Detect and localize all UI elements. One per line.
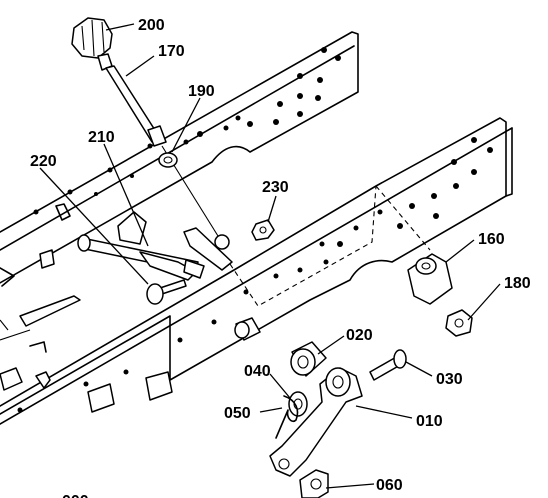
callout-210: 210 [88,129,115,146]
boss-on-frame [234,317,261,341]
collar-190 [158,152,178,168]
callout-220: 220 [30,153,57,170]
upper-frame-rail [0,31,359,284]
leader-lines [39,23,501,489]
callout-180: 180 [504,275,531,292]
link-060 [299,469,329,498]
callout-050: 050 [224,405,251,422]
clip-050 [275,395,299,439]
knob-200 [71,17,113,71]
callout-230: 230 [262,179,289,196]
callout-190: 190 [188,83,215,100]
chassis-left-details [0,203,173,413]
cross-shaft [77,211,233,281]
callout-labels: 200 170 190 210 220 230 160 180 020 040 … [30,17,531,498]
pin-030 [369,349,407,381]
callout-200: 200 [138,17,165,34]
lever-010 [269,367,363,477]
lower-frame-rail [0,117,513,425]
callout-060: 060 [376,477,403,494]
nut-230 [251,219,275,241]
callout-000: 000 [62,493,89,498]
bolt-220 [146,279,187,305]
bushing-020 [290,341,327,377]
callout-170: 170 [158,43,185,60]
callout-020: 020 [346,327,373,344]
hidden-edge-outline [229,185,431,307]
callout-010: 010 [416,413,443,430]
callout-040: 040 [244,363,271,380]
bushing-160 [407,253,453,305]
callout-160: 160 [478,231,505,248]
nut-180 [445,309,473,337]
callout-030: 030 [436,371,463,388]
